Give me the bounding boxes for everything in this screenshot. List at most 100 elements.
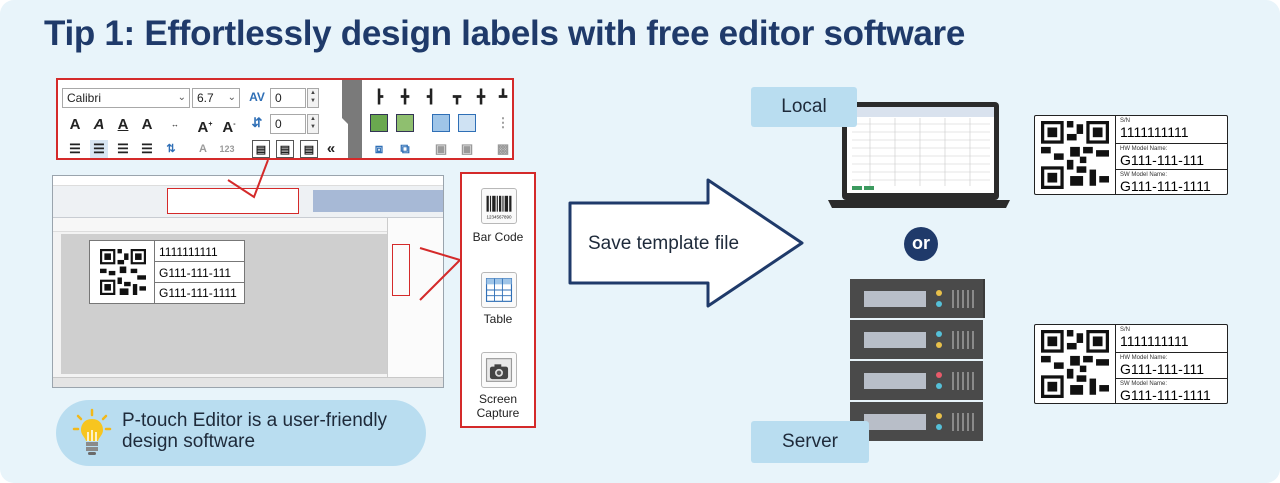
- hw-row: HW Model Name: G111-111-111: [1116, 142, 1227, 170]
- editor-label-fields: 1111111111 G111-111-111 G111-111-1111: [154, 241, 244, 303]
- align-objects-center-icon[interactable]: ╋: [401, 89, 409, 104]
- editor-object-sidebar: [387, 218, 443, 378]
- svg-text:1234567890: 1234567890: [486, 214, 512, 219]
- hw-caption: HW Model Name:: [1120, 354, 1168, 361]
- save-template-text: Save template file: [588, 233, 740, 254]
- barcode-label[interactable]: Bar Code: [472, 230, 524, 244]
- ungroup-icon[interactable]: ⧉: [400, 141, 410, 156]
- align-objects-middle-icon[interactable]: ╋: [477, 89, 485, 104]
- label-card-server: S/N 1111111111 HW Model Name: G111-111-1…: [1034, 324, 1228, 404]
- camera-icon[interactable]: [481, 352, 517, 388]
- ribbon-blue-area: [313, 190, 443, 212]
- server-tag: Server: [751, 421, 869, 463]
- align-objects-left-icon[interactable]: ┣: [375, 89, 383, 104]
- number-format-icon[interactable]: 123: [219, 144, 235, 154]
- editor-status-bar: [53, 377, 443, 387]
- page-title: Tip 1: Effortlessly design labels with f…: [44, 14, 966, 53]
- group-icon[interactable]: ⧈: [374, 141, 384, 156]
- hw-caption: HW Model Name:: [1120, 145, 1168, 152]
- sn-caption: S/N: [1120, 118, 1131, 124]
- lightbulb-icon: [72, 408, 112, 455]
- screen-capture-label[interactable]: Screen Capture: [476, 392, 520, 420]
- outline-text-icon[interactable]: A: [117, 116, 129, 133]
- hw-row: HW Model Name: G111-111-111: [1116, 351, 1227, 379]
- resize-width-icon[interactable]: ▣: [434, 141, 448, 156]
- line-spacing-icon[interactable]: ⇵: [251, 115, 263, 130]
- distribute-icon[interactable]: ⋮: [496, 115, 510, 130]
- sn-row: S/N 1111111111: [1116, 325, 1227, 352]
- editor-label-line: G111-111-111: [155, 262, 244, 283]
- sw-caption: SW Model Name:: [1120, 381, 1168, 387]
- qr-code-icon: [100, 249, 146, 295]
- frame-bottom-icon[interactable]: ▤: [300, 140, 318, 158]
- increase-font-icon[interactable]: A+: [197, 119, 213, 136]
- objects-panel: 1234567890 Bar Code Table Screen Capture: [460, 172, 536, 428]
- character-spacing-icon[interactable]: AV: [249, 90, 265, 104]
- editor-ribbon: [53, 186, 443, 218]
- align-left-icon[interactable]: ☰: [69, 141, 81, 156]
- align-objects-top-icon[interactable]: ┳: [453, 89, 461, 104]
- sw-value: G111-111-1111: [1120, 178, 1211, 194]
- resize-height-icon[interactable]: ▣: [460, 141, 474, 156]
- font-size-value: 6.7: [197, 91, 214, 105]
- arrange-back-icon[interactable]: [458, 114, 476, 132]
- barcode-icon[interactable]: 1234567890: [481, 188, 517, 224]
- frame-middle-icon[interactable]: ▤: [276, 140, 294, 158]
- text-width-icon[interactable]: ↔: [171, 120, 179, 129]
- toolbar-zoom: Calibri ⌄ 6.7 ⌄ A A A A ↔ A+ A- ☰ ☰ ☰ ☰ …: [56, 78, 514, 160]
- info-pill: P-touch Editor is a user-friendly design…: [56, 400, 426, 466]
- hw-value: G111-111-111: [1120, 360, 1205, 377]
- editor-label-line: G111-111-1111: [159, 286, 237, 300]
- text-fit-icon[interactable]: A: [199, 143, 207, 155]
- sw-row: SW Model Name: G111-111-1111: [1116, 169, 1227, 196]
- sn-row: S/N 1111111111: [1116, 116, 1227, 143]
- table-icon[interactable]: [481, 272, 517, 308]
- chevron-down-icon[interactable]: ⌄: [177, 92, 186, 103]
- ribbon-highlight: [167, 188, 299, 214]
- font-name-select[interactable]: Calibri ⌄: [62, 88, 190, 108]
- character-spacing-value: 0: [275, 91, 282, 105]
- align-objects-bottom-icon[interactable]: ┻: [499, 89, 507, 104]
- local-tag: Local: [751, 87, 857, 127]
- align-objects-right-icon[interactable]: ┫: [427, 89, 435, 104]
- collapse-toolbar-button[interactable]: «: [326, 140, 336, 157]
- frame-top-icon[interactable]: ▤: [252, 140, 270, 158]
- align-center-icon[interactable]: ☰: [90, 140, 108, 158]
- info-text: P-touch Editor is a user-friendly design…: [122, 410, 388, 452]
- hw-value: G111-111-111: [1120, 151, 1205, 168]
- label-card-local: S/N 1111111111 HW Model Name: G111-111-1…: [1034, 115, 1228, 195]
- decrease-font-icon[interactable]: A-: [222, 119, 236, 136]
- line-spacing-value: 0: [275, 117, 282, 131]
- font-name-value: Calibri: [67, 91, 102, 105]
- qr-code-icon: [1041, 330, 1109, 398]
- order-icon[interactable]: ▩: [496, 141, 510, 156]
- sw-row: SW Model Name: G111-111-1111: [1116, 378, 1227, 405]
- editor-tool-row: [53, 218, 443, 232]
- editor-menu-bar: [53, 176, 443, 186]
- vertical-text-icon[interactable]: ⇅: [166, 143, 176, 155]
- editor-screenshot: 1111111111 G111-111-111 G111-111-1111: [52, 175, 444, 388]
- line-spacing-stepper[interactable]: ▲▼: [307, 114, 319, 134]
- bold-text-icon[interactable]: A: [69, 116, 81, 133]
- character-spacing-stepper[interactable]: ▲▼: [307, 88, 319, 108]
- qr-code-icon: [1041, 121, 1109, 189]
- character-spacing-input[interactable]: 0: [270, 88, 306, 108]
- shadow-text-icon[interactable]: A: [141, 116, 153, 133]
- arrange-front-icon[interactable]: [432, 114, 450, 132]
- editor-label-line: 1111111111: [155, 241, 244, 262]
- toolbar-separator: [342, 80, 362, 158]
- font-size-select[interactable]: 6.7 ⌄: [192, 88, 240, 108]
- sw-caption: SW Model Name:: [1120, 172, 1168, 178]
- italic-text-icon[interactable]: A: [93, 116, 105, 133]
- image-fit-icon[interactable]: [396, 114, 414, 132]
- image-insert-icon[interactable]: [370, 114, 388, 132]
- align-right-icon[interactable]: ☰: [117, 141, 129, 156]
- sn-value: 1111111111: [1120, 333, 1189, 349]
- label-card-fields: S/N 1111111111 HW Model Name: G111-111-1…: [1115, 325, 1227, 403]
- table-label[interactable]: Table: [483, 312, 513, 326]
- line-spacing-input[interactable]: 0: [270, 114, 306, 134]
- chevron-down-icon[interactable]: ⌄: [227, 92, 236, 103]
- editor-canvas: 1111111111 G111-111-111 G111-111-1111: [61, 234, 387, 374]
- sidebar-highlight: [392, 244, 410, 296]
- justify-icon[interactable]: ☰: [141, 141, 153, 156]
